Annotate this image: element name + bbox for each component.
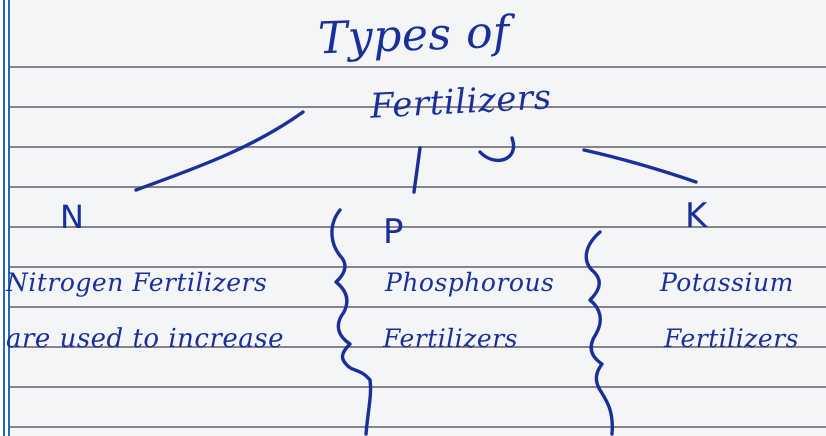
brace-1: [330, 208, 373, 436]
nitrogen-text-line-1: Nitrogen Fertilizers: [6, 268, 268, 297]
phosphorous-text-line-1: Phosphorous: [385, 268, 555, 297]
branch-line-n: [134, 110, 305, 192]
branch-letter-p: P: [383, 212, 405, 252]
notebook-margin-lines: [0, 0, 18, 436]
phosphorous-text-line-2: Fertilizers: [383, 324, 519, 353]
branch-line-p: [412, 146, 422, 194]
title-line-1: Types of: [317, 6, 511, 65]
title-flourish: [478, 136, 516, 163]
brace-2: [584, 230, 615, 436]
potassium-text-line-1: Potassium: [660, 268, 794, 297]
branch-letter-k: K: [685, 196, 708, 236]
branch-letter-n: N: [60, 198, 85, 236]
nitrogen-text-line-2: are used to increase: [6, 324, 284, 354]
branch-line-k: [582, 148, 698, 184]
potassium-text-line-2: Fertilizers: [664, 324, 800, 353]
